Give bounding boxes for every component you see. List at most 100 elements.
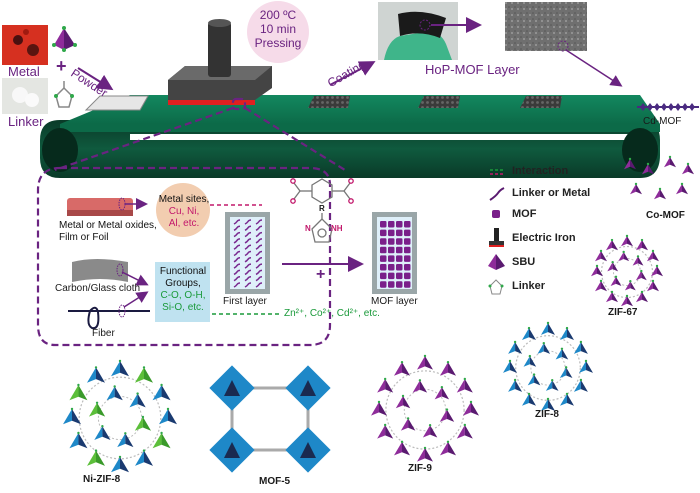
linker-mark (233, 282, 241, 288)
mof-unit (396, 255, 403, 262)
functional-groups-text: Functional Groups, C-O, O-H, Si-O, etc. (157, 266, 209, 314)
mof-unit (396, 238, 403, 245)
fg-ex1: C-O, O-H, (160, 290, 206, 301)
metal-sites-ex1: Cu, Ni, (168, 206, 200, 217)
detail-callout (36, 97, 346, 347)
legend-linker: Linker (512, 280, 545, 292)
linker-mark (233, 250, 241, 257)
mof-unit (396, 229, 403, 237)
cd-mof-chain (637, 103, 699, 111)
linker-label: Linker (8, 114, 44, 129)
fiber (68, 306, 150, 330)
ni-zif-8-label: Ni-ZIF-8 (83, 474, 121, 485)
linker-mark (255, 244, 263, 250)
left-roller (42, 128, 78, 172)
mof-unit (388, 246, 395, 254)
powder-arrow (77, 67, 114, 91)
mof-unit (388, 255, 395, 262)
conditions-text: 200 ºC 10 min Pressing (252, 8, 304, 50)
mof-unit (404, 281, 411, 288)
temperature: 200 ºC (259, 8, 297, 22)
legend-label: Linker (512, 280, 546, 292)
mof-unit (404, 246, 411, 254)
mof-unit (396, 281, 403, 288)
conditions-circle (247, 1, 309, 63)
legend-label: Interaction (512, 165, 569, 177)
linker-mark (233, 263, 241, 269)
metal-sites-ex2: Al, etc. (168, 218, 200, 229)
metal-substrate-label: Metal or Metal oxides, Film or Foil (59, 220, 157, 244)
carbon-cloth-label: Carbon/Glass cloth (55, 283, 141, 294)
mof-unit (404, 221, 411, 228)
mof-unit (404, 238, 411, 245)
fiber-label: Fiber (92, 328, 115, 339)
linker-mark (244, 263, 252, 269)
mof-unit (380, 229, 387, 237)
cd-mof-label: Cd-MOF (643, 116, 682, 127)
linker-mark (255, 269, 263, 276)
co-mof-structure (624, 155, 694, 200)
terephthalate-molecule (290, 178, 354, 204)
metal-sites-title: Metal sites, (158, 194, 210, 205)
imidazole-r: R (319, 204, 325, 213)
mof-unit (388, 221, 395, 228)
mof-unit (404, 272, 411, 280)
coated-mesh-3 (520, 96, 562, 108)
linker-mark (244, 231, 252, 238)
imidazole-molecule (311, 213, 333, 243)
substrate-metal-line2: Film or Foil (59, 232, 109, 243)
mof-unit (380, 264, 387, 271)
legend-label: MOF (512, 208, 537, 220)
linker-mark (233, 219, 241, 225)
fg-title1: Functional (159, 266, 207, 277)
metal-tetrahedron-icon (52, 26, 77, 52)
reaction-plus: + (316, 266, 326, 283)
linker-mark (255, 257, 263, 263)
sem-image (505, 2, 587, 51)
linker-mark (255, 225, 263, 231)
mof-unit (380, 255, 387, 262)
mof-unit (380, 238, 387, 245)
zif-8-label: ZIF-8 (535, 409, 559, 420)
linker-mark (244, 269, 252, 276)
first-layer-label: First layer (223, 296, 267, 307)
imidazole-n: N (305, 224, 311, 233)
linker-mark (255, 219, 263, 225)
mof-unit (380, 272, 387, 280)
linker-mark (244, 282, 252, 288)
zif-67-structure (591, 234, 663, 307)
coating-arrow (329, 61, 376, 86)
zif-9-structure (371, 354, 479, 462)
linker-mark (233, 269, 241, 276)
linker-mark (233, 244, 241, 250)
mof-unit (380, 246, 387, 254)
mof-unit (396, 264, 403, 271)
zif-8-structure (503, 321, 593, 411)
imidazole-nh: NH (331, 224, 343, 233)
mof-unit (404, 255, 411, 262)
linker-mark (244, 225, 252, 231)
linker-mark (233, 257, 241, 263)
legend-mof: MOF (512, 208, 536, 220)
duration: 10 min (259, 22, 297, 36)
mof-unit (388, 281, 395, 288)
legend-electric-iron: Electric Iron (512, 232, 576, 244)
linker-mark (233, 238, 241, 244)
legend-label: Linker or Metal (512, 187, 591, 199)
hop-mof-layer-label: HoP-MOF Layer (425, 62, 520, 77)
mof-unit (388, 238, 395, 245)
mof-unit (404, 264, 411, 271)
zif-9-label: ZIF-9 (408, 463, 432, 474)
linker-mark (244, 250, 252, 257)
linker-mark (255, 238, 263, 244)
linker-mark (255, 250, 263, 257)
pressing: Pressing (254, 36, 302, 50)
mof-unit (396, 246, 403, 254)
white-substrate (84, 95, 149, 111)
electric-iron-press (168, 19, 272, 105)
legend-label: Electric Iron (512, 232, 576, 244)
linker-mark (233, 231, 241, 238)
linker-mark (255, 263, 263, 269)
legend-icons (488, 169, 505, 295)
